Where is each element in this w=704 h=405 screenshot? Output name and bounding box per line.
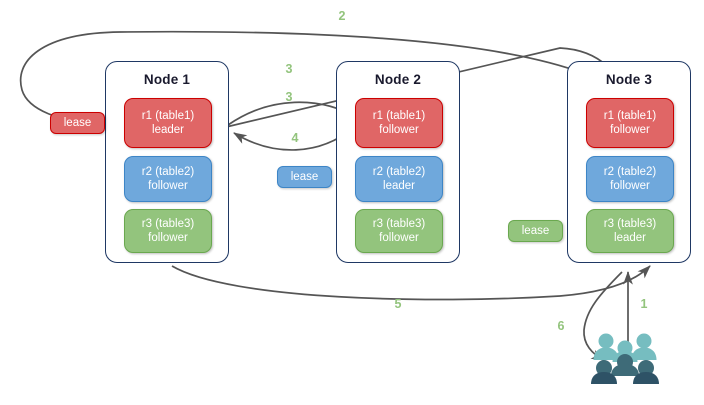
replica-name: r1 (table1) [141,110,195,122]
step-label-1: 1 [640,297,648,311]
replica-name: r2 (table2) [141,166,195,178]
replica-name: r3 (table3) [141,218,195,230]
replica-node1-r1[interactable]: r1 (table1) leader [124,98,212,148]
node-title: Node 3 [605,72,653,87]
lease-label: lease [290,171,319,183]
lease-label: lease [63,117,92,129]
replica-node2-r1[interactable]: r1 (table1) follower [355,98,443,148]
lease-badge-r2[interactable]: lease [277,166,332,188]
step-label-6: 6 [557,319,565,333]
replica-role: leader [152,124,184,136]
replica-name: r2 (table2) [372,166,426,178]
lease-label: lease [521,225,550,237]
replica-node1-r3[interactable]: r3 (table3) follower [124,209,212,253]
replica-role: follower [610,124,650,136]
arrow-step-5 [171,265,651,301]
replica-role: leader [383,180,415,192]
replica-role: follower [148,232,188,244]
replica-node3-r3[interactable]: r3 (table3) leader [586,209,674,253]
replica-name: r2 (table2) [603,166,657,178]
replica-node2-r3[interactable]: r3 (table3) follower [355,209,443,253]
step-label-2: 2 [338,9,346,23]
replica-name: r3 (table3) [603,218,657,230]
users-icon [591,333,659,384]
step-label-4: 4 [291,131,299,145]
step-label-3a: 3 [285,62,293,76]
node-title: Node 1 [143,72,191,87]
replica-name: r1 (table1) [603,110,657,122]
replica-role: follower [379,232,419,244]
lease-badge-r1[interactable]: lease [50,112,105,134]
replica-node1-r2[interactable]: r2 (table2) follower [124,156,212,202]
replica-node2-r2[interactable]: r2 (table2) leader [355,156,443,202]
step-label-3b: 3 [285,90,293,104]
replica-role: follower [379,124,419,136]
replica-role: follower [610,180,650,192]
step-label-5: 5 [394,297,402,311]
node-title: Node 2 [374,72,422,87]
replica-name: r3 (table3) [372,218,426,230]
replica-role: follower [148,180,188,192]
replica-node3-r1[interactable]: r1 (table1) follower [586,98,674,148]
replica-role: leader [614,232,646,244]
replica-name: r1 (table1) [372,110,426,122]
lease-badge-r3[interactable]: lease [508,220,563,242]
replica-node3-r2[interactable]: r2 (table2) follower [586,156,674,202]
